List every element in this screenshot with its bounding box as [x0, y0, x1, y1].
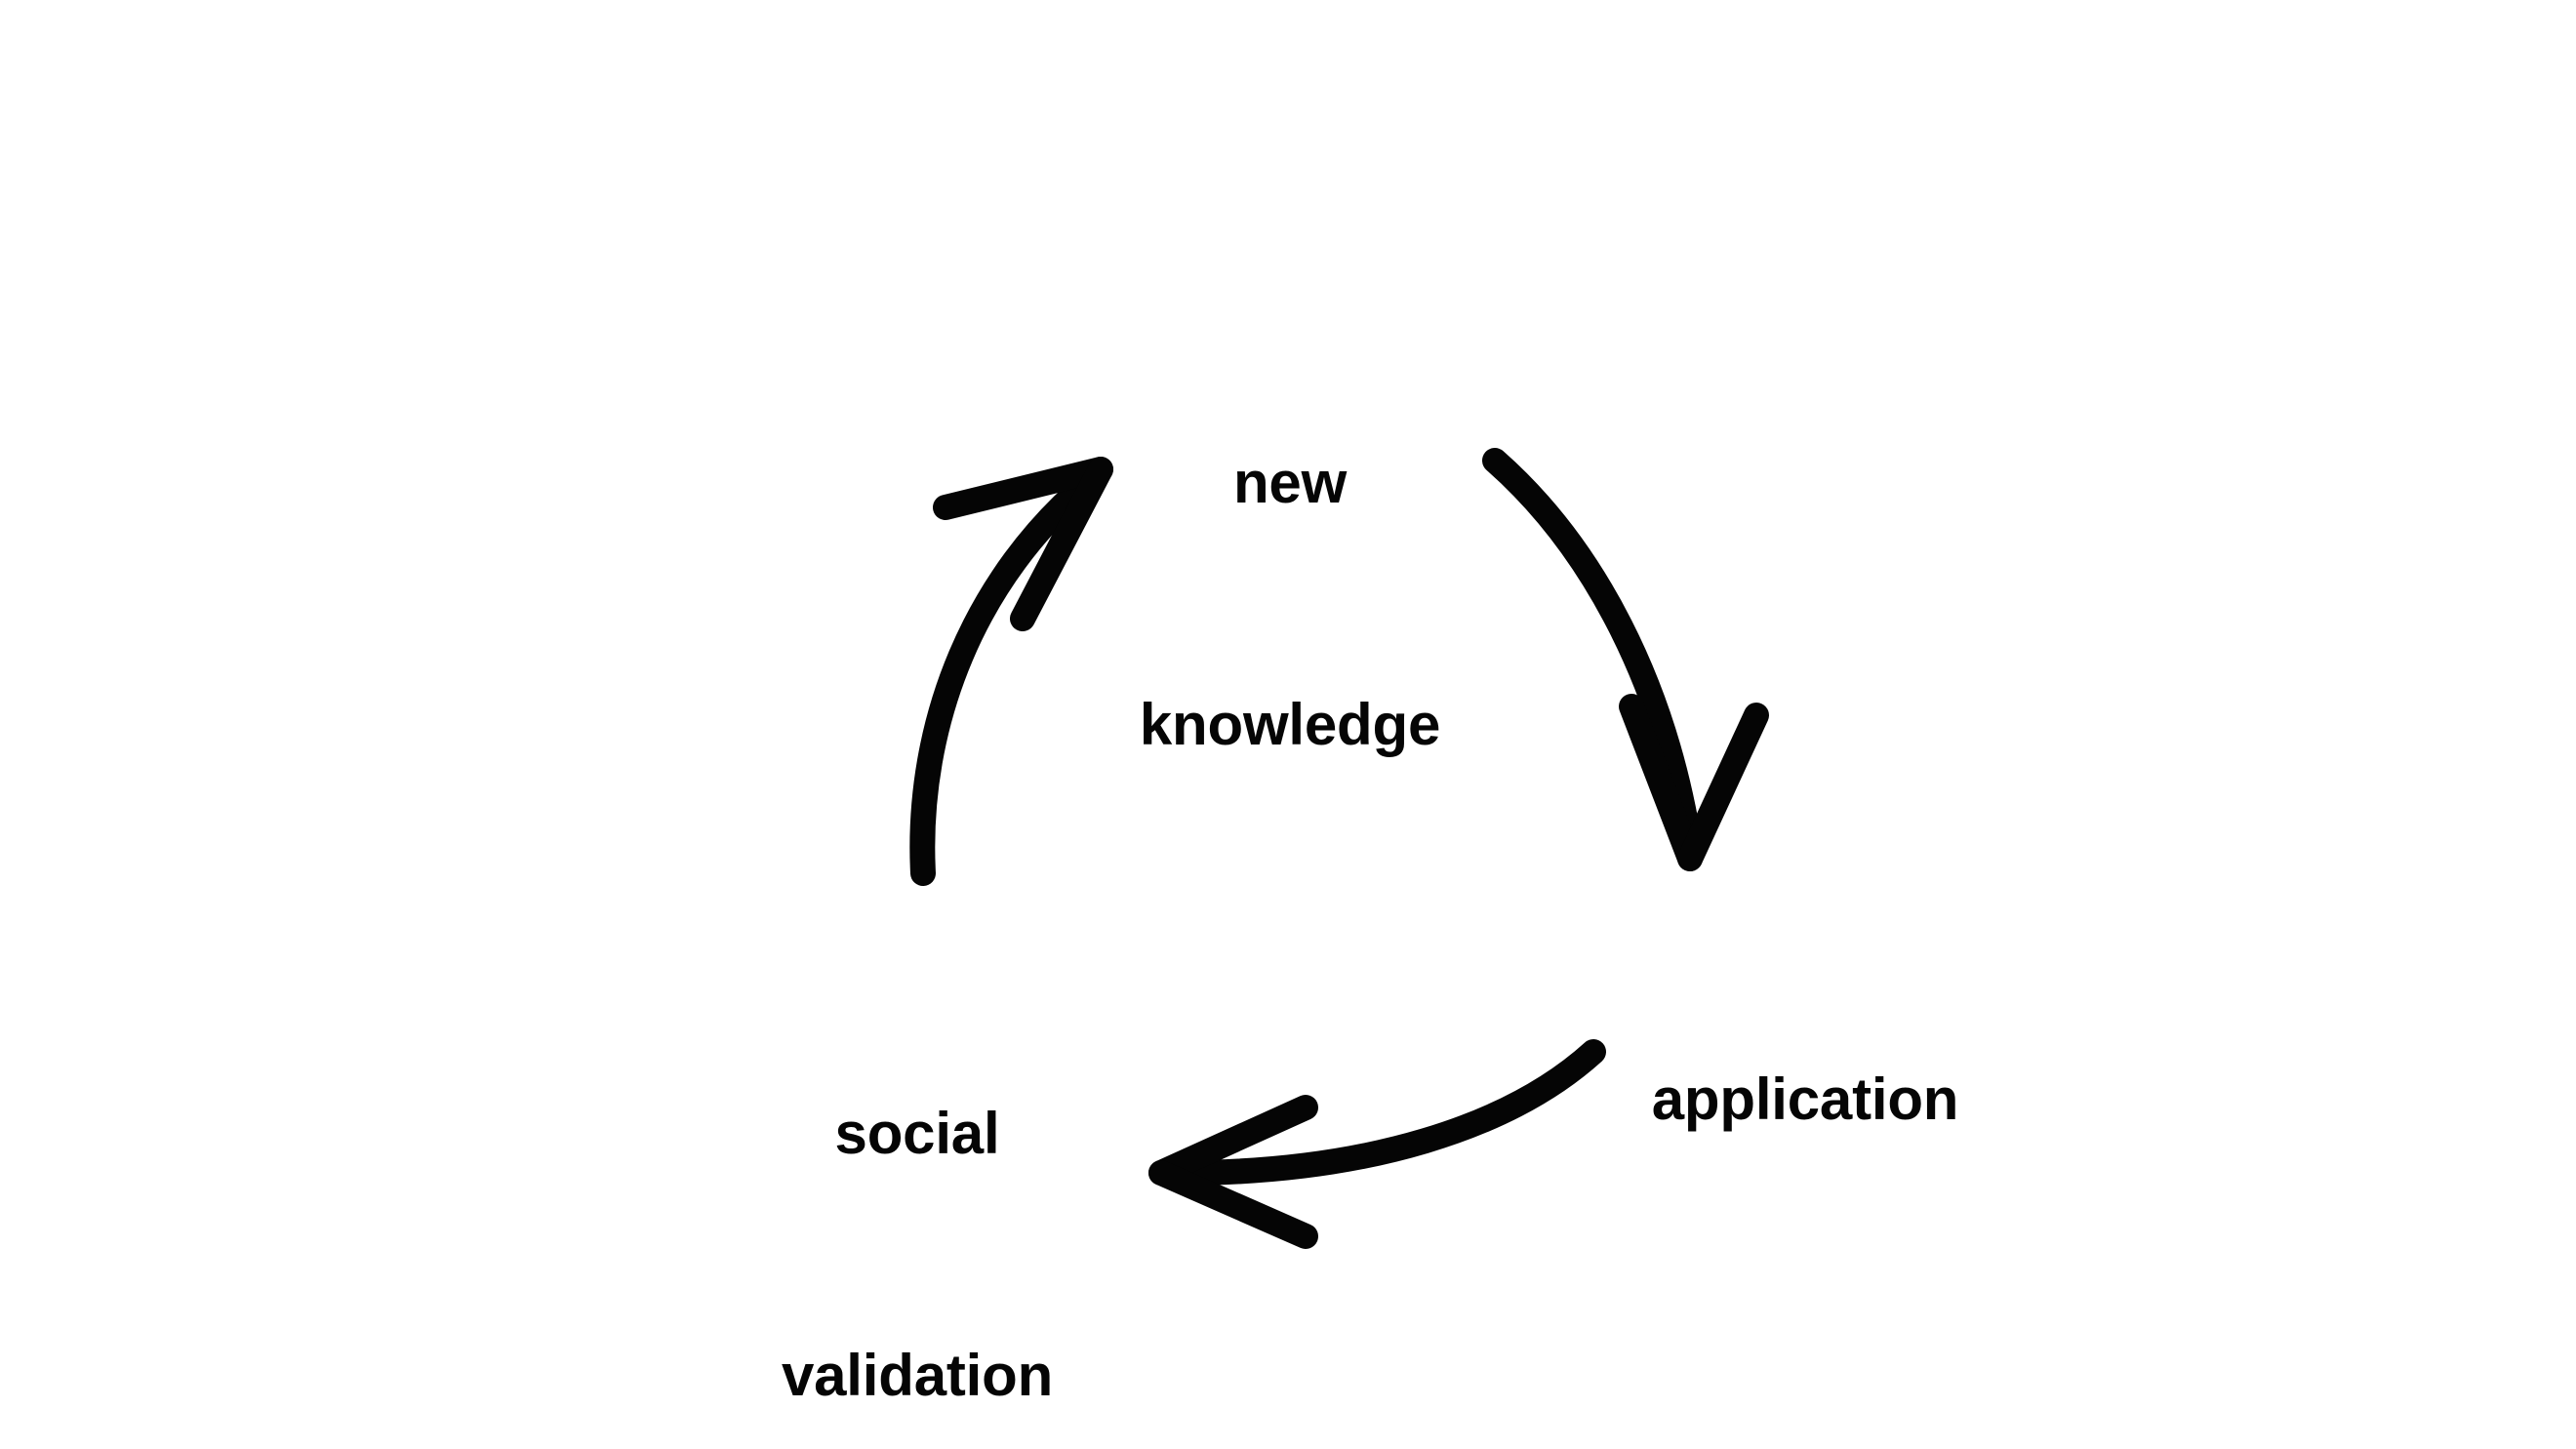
arrowhead-barb-left — [933, 457, 1113, 520]
arrow-shaft — [1482, 448, 1703, 860]
arrowhead-barb-lower — [1148, 1160, 1318, 1249]
node-label-new-knowledge: new knowledge — [997, 281, 1583, 927]
arrow-shaft — [1162, 1039, 1606, 1187]
arrow-new-knowledge-to-application — [1482, 448, 1769, 871]
node-label-social-validation: social validation — [624, 932, 1210, 1449]
node-label-new-knowledge-line-2: knowledge — [1139, 691, 1441, 757]
arrow-application-to-social-validation — [1148, 1039, 1606, 1249]
node-label-social-validation-line-1: social — [834, 1100, 1000, 1166]
arrowhead-barb-right — [1677, 703, 1769, 871]
arrow-shaft — [909, 467, 1104, 886]
arrowhead-barb-left — [1619, 694, 1703, 871]
arrow-social-validation-to-new-knowledge — [909, 457, 1113, 886]
node-label-new-knowledge-line-1: new — [1232, 449, 1348, 515]
node-label-application-line-1: application — [1651, 1066, 1959, 1132]
node-label-application: application — [1512, 898, 2098, 1302]
arrowhead-barb-upper — [1148, 1095, 1318, 1186]
arrowhead-barb-lower — [1010, 457, 1113, 631]
node-label-social-validation-line-2: validation — [781, 1342, 1054, 1408]
